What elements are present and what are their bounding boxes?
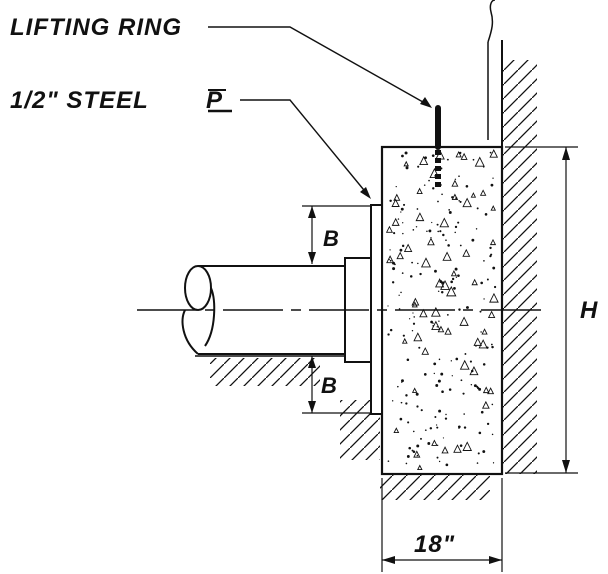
width-label: 18" <box>414 531 455 558</box>
dimension-h <box>505 146 578 474</box>
plate-symbol-label: P <box>206 87 223 114</box>
steel-plate-label: 1/2" STEEL <box>10 87 149 114</box>
earth-below-pipe <box>195 355 380 460</box>
steel-plate-leader <box>240 99 371 199</box>
dimension-18in <box>381 478 503 572</box>
concrete-aggregate <box>385 149 499 471</box>
plate-symbol: P <box>206 87 232 114</box>
lifting-ring-leader <box>208 26 432 108</box>
earth-wall <box>487 0 537 474</box>
b-bottom-label: B <box>321 373 338 398</box>
dimension-b-bottom <box>302 356 370 414</box>
earth-below-block <box>380 472 502 500</box>
dimension-b-top <box>302 205 370 264</box>
lifting-ring-label: LIFTING RING <box>10 14 182 41</box>
b-top-label: B <box>323 226 340 251</box>
h-label: H <box>580 297 598 324</box>
